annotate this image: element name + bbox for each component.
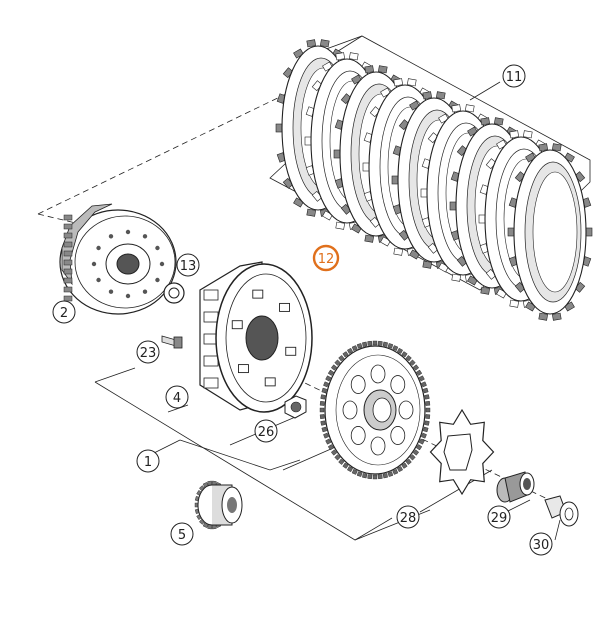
callout-30: 30	[529, 532, 553, 556]
callout-label-13: 13	[180, 259, 197, 274]
callout-5: 5	[170, 522, 194, 546]
small-gear-5	[194, 480, 243, 530]
primary-gear-teeth	[319, 340, 431, 480]
callout-label-26: 26	[258, 425, 275, 440]
callout-23: 23	[136, 340, 160, 364]
callout-label-4: 4	[173, 391, 181, 406]
callout-29: 29	[487, 505, 511, 529]
bolt-23	[161, 335, 183, 349]
pressure-plate-splines	[63, 214, 73, 302]
callout-2: 2	[52, 300, 76, 324]
clutch-plate	[507, 143, 593, 321]
damper-plate-28	[429, 408, 495, 496]
nut-26	[284, 395, 307, 419]
clutch-basket-hub	[199, 261, 313, 413]
callout-label-12: 12	[318, 252, 335, 267]
callout-label-23: 23	[140, 346, 157, 361]
washer-13	[163, 282, 185, 304]
callout-label-1: 1	[144, 455, 152, 470]
callout-26: 26	[254, 419, 278, 443]
clutch-plate-stack	[275, 39, 593, 321]
bushing-30	[544, 495, 579, 527]
primary-gear-holes	[342, 364, 414, 456]
callout-12: 12	[312, 244, 340, 272]
pressure-plate	[59, 203, 177, 315]
callout-label-11: 11	[506, 70, 523, 85]
callout-label-28: 28	[400, 511, 417, 526]
pressure-plate-holes	[91, 229, 165, 299]
callout-13: 13	[176, 253, 200, 277]
needle-bearing-29	[496, 471, 535, 503]
callout-label-29: 29	[491, 511, 508, 526]
callout-label-30: 30	[533, 538, 550, 553]
callout-1: 1	[136, 449, 160, 473]
primary-gear	[319, 340, 431, 480]
callout-4: 4	[165, 385, 189, 409]
callout-label-5: 5	[178, 528, 186, 543]
hub-slots	[203, 289, 219, 389]
hub-lugs	[231, 289, 297, 387]
callout-label-2: 2	[60, 306, 68, 321]
callout-28: 28	[396, 505, 420, 529]
callout-11: 11	[502, 64, 526, 88]
